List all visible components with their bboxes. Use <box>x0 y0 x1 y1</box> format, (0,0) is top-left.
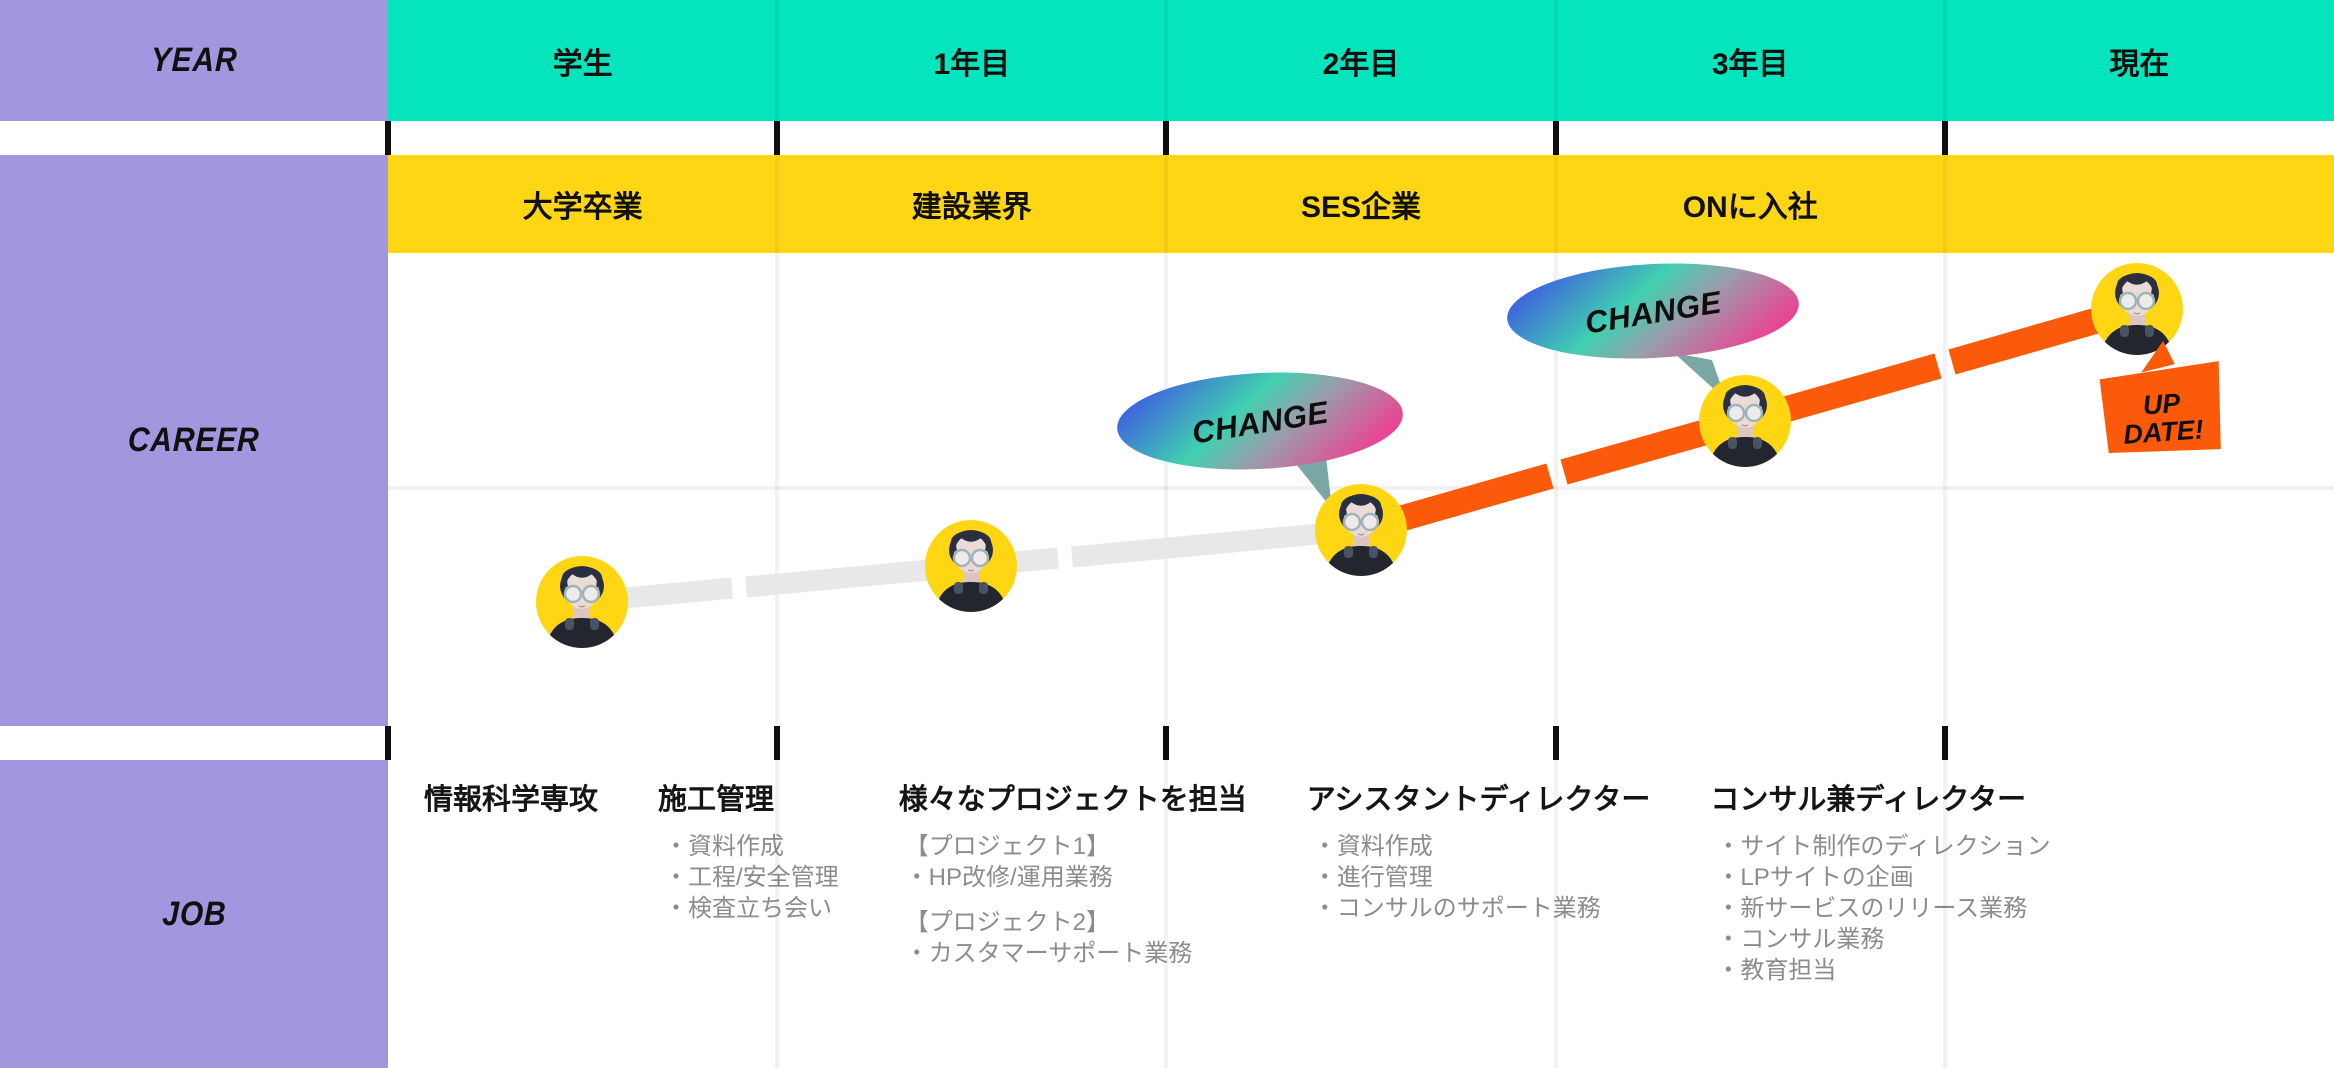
job-cell-year3: アシスタントディレクター ・資料作成 ・進行管理 ・コンサルのサポート業務 <box>1271 760 1675 1068</box>
column-tick <box>1942 726 1948 760</box>
year-header-year1: 1年目 <box>933 47 1011 81</box>
job-item: ・工程/安全管理 <box>664 864 839 892</box>
job-cell-student: 情報科学専攻 <box>388 760 622 1068</box>
job-item: ・教育担当 <box>1716 957 1837 985</box>
sidebar-year-block: YEAR <box>0 0 388 121</box>
gridline-vertical <box>775 0 779 1068</box>
column-tick <box>774 726 780 760</box>
sidebar-career-block: CAREER <box>0 155 388 726</box>
milestone-empty <box>1945 155 2334 253</box>
update-tag-body <box>2099 361 2221 453</box>
job-item: ・検査立ち会い <box>664 895 833 923</box>
gridline-vertical <box>1943 0 1947 1068</box>
job-item: 【プロジェクト1】 <box>904 833 1111 861</box>
milestone-ses: SES企業 <box>1300 191 1422 224</box>
milestone-row: 大学卒業 建設業界 SES企業 ONに入社 <box>388 155 2334 253</box>
job-list-year2: 【プロジェクト1】 ・HP改修/運用業務 【プロジェクト2】 ・カスタマーサポー… <box>899 831 1247 969</box>
job-item: ・HP改修/運用業務 <box>904 864 1113 892</box>
milestone-on-join: ONに入社 <box>1682 191 1818 224</box>
job-item: ・資料作成 <box>664 833 785 861</box>
column-tick <box>1942 121 1948 155</box>
year-header-current: 現在 <box>2109 47 2170 81</box>
job-list-year3: ・資料作成 ・進行管理 ・コンサルのサポート業務 <box>1307 831 1651 924</box>
column-tick <box>1553 121 1559 155</box>
column-tick <box>1163 121 1169 155</box>
career-path-chart: CHANGE CHANGE UP DATE! <box>388 253 2221 726</box>
job-cell-year1: 施工管理 ・資料作成 ・工程/安全管理 ・検査立ち会い <box>622 760 863 1068</box>
update-tag-label-line2: DATE! <box>2122 414 2204 450</box>
update-tag-tail <box>2141 340 2175 373</box>
career-line-gray-segment <box>1071 519 1362 568</box>
job-title-year2: 様々なプロジェクトを担当 <box>898 784 1247 816</box>
job-title-year1: 施工管理 <box>658 784 775 816</box>
job-title-year3: アシスタントディレクター <box>1306 784 1651 816</box>
avatar-marker-year2 <box>1315 484 1407 576</box>
year-header-year2: 2年目 <box>1322 47 1400 81</box>
job-item: ・LPサイトの企画 <box>1716 864 1914 892</box>
year-header-year3: 3年目 <box>1711 47 1789 81</box>
column-tick <box>1553 726 1559 760</box>
change-bubble-1: CHANGE <box>1117 372 1403 470</box>
change-bubble-ellipse <box>1117 372 1403 470</box>
milestone-graduation: 大学卒業 <box>522 191 643 224</box>
job-item: 【プロジェクト2】 <box>904 909 1111 937</box>
column-tick <box>385 121 391 155</box>
job-item: ・新サービスのリリース業務 <box>1716 895 2028 923</box>
job-row: 情報科学専攻 施工管理 ・資料作成 ・工程/安全管理 ・検査立ち会い 様々なプロ… <box>388 760 2334 1068</box>
job-item: ・コンサル業務 <box>1716 926 1885 954</box>
job-cell-current: コンサル兼ディレクター ・サイト制作のディレクション ・LPサイトの企画 ・新サ… <box>1674 760 2074 1068</box>
update-tag-label-line1: UP <box>2142 388 2182 421</box>
sidebar-job-label: JOB <box>161 894 227 933</box>
avatar-marker-year1 <box>925 520 1017 612</box>
year-header-row: 学生 1年目 2年目 3年目 現在 <box>388 0 2334 121</box>
change-bubble-ellipse <box>1507 263 1799 359</box>
update-tag: UP DATE! <box>2099 340 2221 453</box>
job-item: ・資料作成 <box>1312 833 1433 861</box>
job-list-current: ・サイト制作のディレクション ・LPサイトの企画 ・新サービスのリリース業務 ・… <box>1710 831 2050 986</box>
year-header-gakusei: 学生 <box>552 47 613 81</box>
avatar-marker-current <box>2091 263 2183 355</box>
sidebar-career-label: CAREER <box>127 421 261 459</box>
sidebar-year-label: YEAR <box>150 41 238 79</box>
avatar-marker-student <box>536 556 628 648</box>
gridline-vertical <box>1554 0 1558 1068</box>
column-tick <box>774 121 780 155</box>
column-tick <box>1163 726 1169 760</box>
job-item: ・進行管理 <box>1312 864 1433 892</box>
job-item: ・サイト制作のディレクション <box>1716 833 2051 861</box>
column-tick <box>385 726 391 760</box>
job-title-current: コンサル兼ディレクター <box>1710 784 2027 816</box>
sidebar-job-block: JOB <box>0 760 388 1068</box>
milestone-construction: 建設業界 <box>911 191 1032 224</box>
job-list-year1: ・資料作成 ・工程/安全管理 ・検査立ち会い <box>658 831 839 924</box>
gridline-vertical <box>1164 0 1168 1068</box>
change-bubble-2: CHANGE <box>1507 263 1799 359</box>
job-title-student: 情報科学専攻 <box>424 784 599 816</box>
avatar-marker-year3 <box>1699 375 1791 467</box>
job-cell-year2: 様々なプロジェクトを担当 【プロジェクト1】 ・HP改修/運用業務 【プロジェク… <box>863 760 1271 1068</box>
job-item: ・カスタマーサポート業務 <box>904 940 1193 968</box>
job-item: ・コンサルのサポート業務 <box>1312 895 1601 923</box>
